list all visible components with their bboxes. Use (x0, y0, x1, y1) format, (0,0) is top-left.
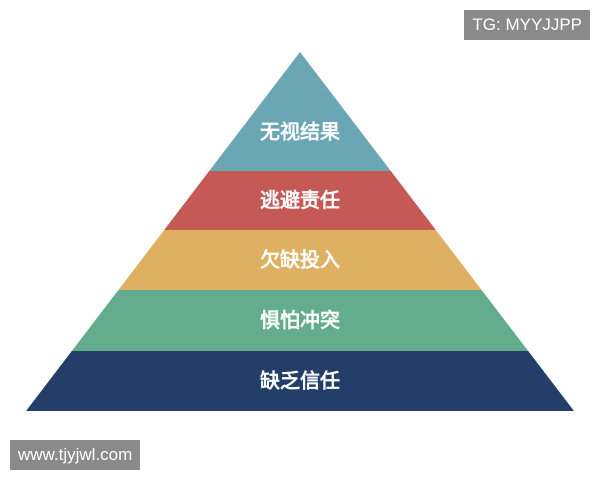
tier-label-accountability: 逃避责任 (260, 188, 340, 212)
pyramid-tier-2 (164, 171, 436, 230)
watermark-website: www.tjyjwl.com (10, 440, 141, 470)
pyramid-tier-3 (118, 230, 482, 290)
pyramid-tier-base (26, 351, 574, 411)
tier-label-results: 无视结果 (260, 120, 340, 144)
pyramid-tier-top (209, 52, 391, 171)
tier-label-conflict: 惧怕冲突 (260, 308, 340, 332)
tier-label-trust: 缺乏信任 (260, 369, 340, 393)
tier-label-commitment: 欠缺投入 (260, 248, 340, 272)
pyramid-tier-4 (71, 290, 529, 351)
watermark-telegram: TG: MYYJJPP (464, 10, 590, 40)
